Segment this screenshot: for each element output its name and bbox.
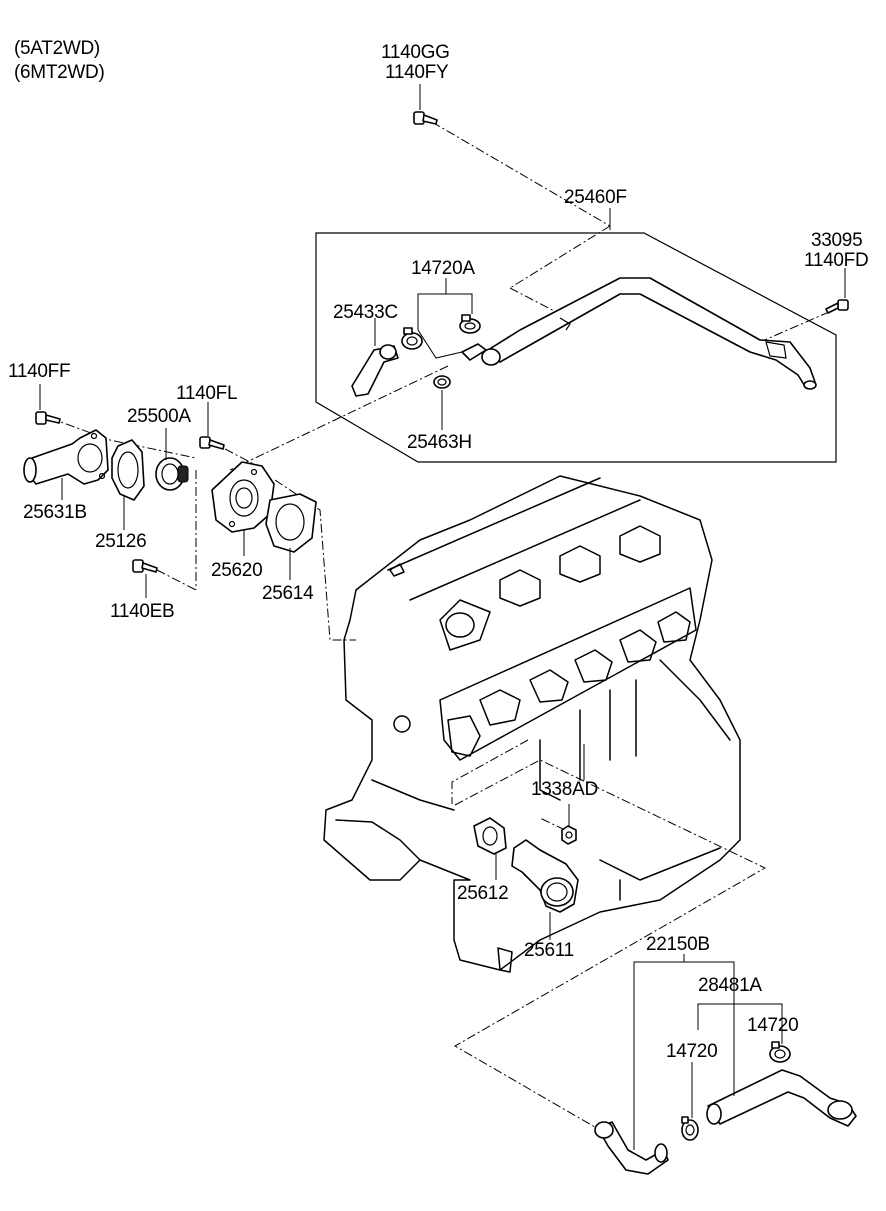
part-label-25612: 25612	[457, 883, 509, 904]
gasket-25614	[265, 493, 317, 553]
part-label-22150b: 22150B	[646, 934, 710, 955]
bolt-1140fd	[825, 299, 849, 314]
water-fitting-25611	[511, 839, 579, 913]
variant-label-5at2wd: (5AT2WD)	[14, 38, 100, 59]
bolt-1140ff	[35, 411, 61, 425]
hose-group-box	[315, 232, 837, 463]
part-label-25460f: 25460F	[564, 187, 627, 208]
gasket-25612	[473, 817, 507, 855]
part-label-33095: 33095	[811, 230, 863, 251]
nut-1338ad	[561, 825, 577, 845]
part-label-1140fd: 1140FD	[804, 250, 869, 271]
bolt-1140eb	[132, 559, 158, 573]
thermostat-cover-25631b	[23, 429, 109, 485]
part-label-25620: 25620	[211, 560, 263, 581]
part-label-1140eb: 1140EB	[110, 601, 175, 622]
part-label-28481a: 28481A	[698, 975, 762, 996]
part-label-14720-right: 14720	[747, 1015, 799, 1036]
part-label-25631b: 25631B	[23, 502, 87, 523]
part-label-1140ff: 1140FF	[8, 361, 71, 382]
part-label-1140fy: 1140FY	[385, 62, 449, 83]
variant-label-6mt2wd: (6MT2WD)	[14, 62, 105, 83]
part-label-1140fl: 1140FL	[176, 383, 238, 404]
part-label-25126: 25126	[95, 531, 147, 552]
part-label-25433c: 25433C	[333, 302, 398, 323]
clamp-14720a-1	[401, 327, 423, 350]
water-inlet-25620	[211, 461, 275, 533]
bolt-1140gg	[413, 111, 438, 125]
part-label-25463h: 25463H	[407, 432, 472, 453]
hose-25433c	[351, 344, 399, 397]
o-ring-25463h	[433, 375, 451, 389]
part-label-25614: 25614	[262, 583, 314, 604]
clamp-14720a-2	[459, 314, 481, 334]
engine-block	[323, 475, 741, 973]
clamp-14720-right	[769, 1041, 791, 1063]
thermostat-25500a	[155, 457, 189, 491]
hose-28481a	[706, 1069, 857, 1127]
part-label-14720a: 14720A	[411, 258, 475, 279]
clamp-14720-left	[681, 1116, 699, 1141]
part-label-25500a: 25500A	[127, 406, 191, 427]
part-label-14720-left: 14720	[666, 1041, 718, 1062]
bolt-1140fl	[199, 436, 225, 450]
gasket-25126	[111, 439, 145, 501]
leader-lines	[39, 84, 846, 1150]
upper-water-pipe	[481, 277, 817, 390]
part-label-1140gg: 1140GG	[381, 42, 450, 63]
part-label-1338ad: 1338AD	[531, 779, 598, 800]
lower-hose-22150b	[594, 1121, 669, 1175]
hose-connector	[461, 343, 487, 361]
part-label-25611: 25611	[524, 940, 574, 961]
